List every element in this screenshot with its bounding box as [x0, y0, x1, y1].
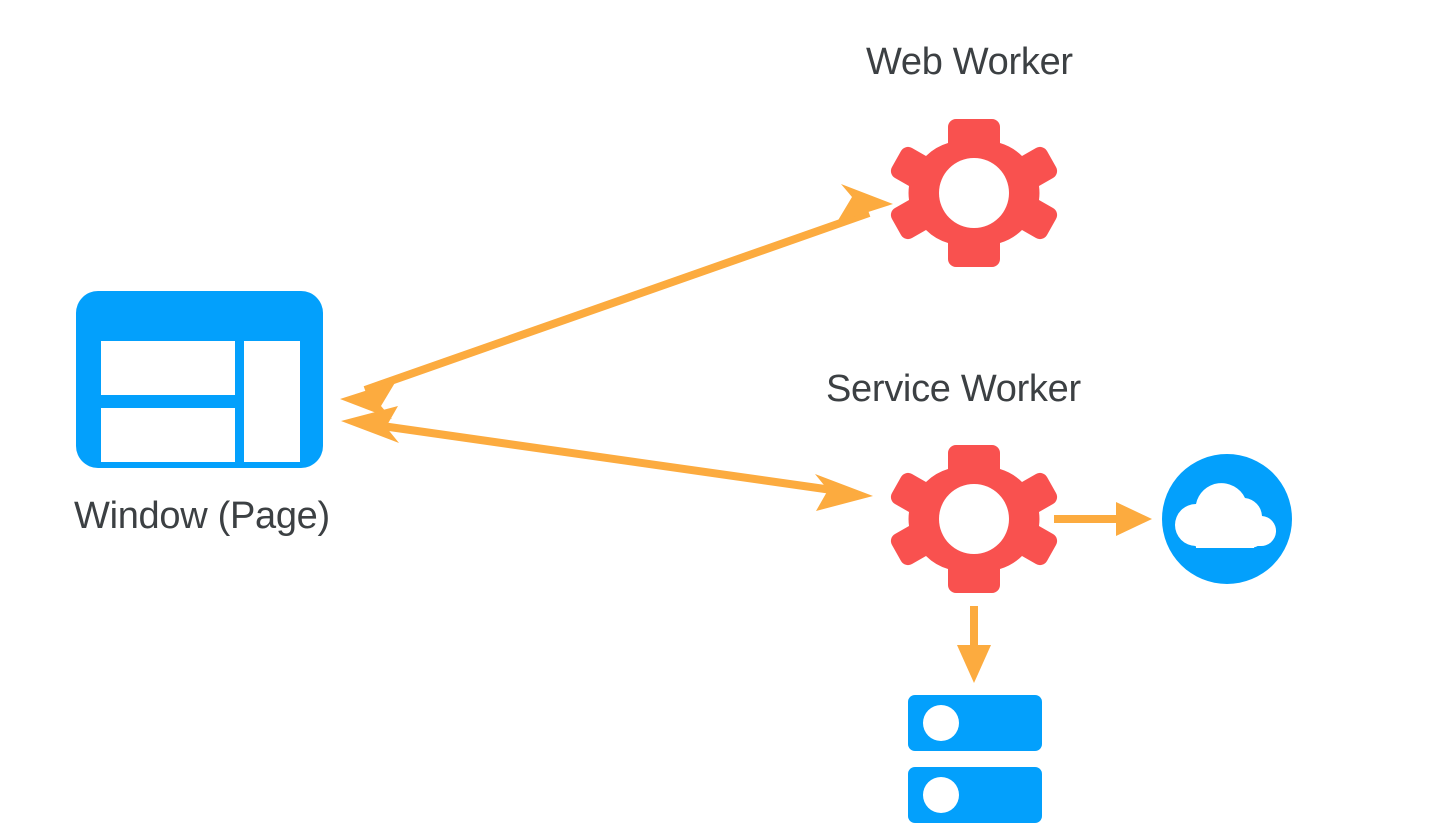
service-worker-label: Service Worker [826, 368, 1081, 410]
web-worker-label: Web Worker [866, 41, 1073, 83]
database-storage-icon[interactable] [908, 695, 1042, 823]
edge-service-worker-to-storage [957, 606, 991, 683]
browser-window-icon[interactable] [76, 291, 323, 468]
service-worker-gear-icon[interactable] [890, 445, 1058, 593]
cloud-circle-icon[interactable] [1162, 454, 1292, 584]
edge-window-to-service-worker [341, 406, 873, 511]
web-worker-gear-icon[interactable] [890, 119, 1058, 267]
window-page-label: Window (Page) [74, 495, 330, 537]
edge-window-to-web-worker [340, 184, 893, 419]
edge-service-worker-to-cloud [1054, 502, 1152, 536]
